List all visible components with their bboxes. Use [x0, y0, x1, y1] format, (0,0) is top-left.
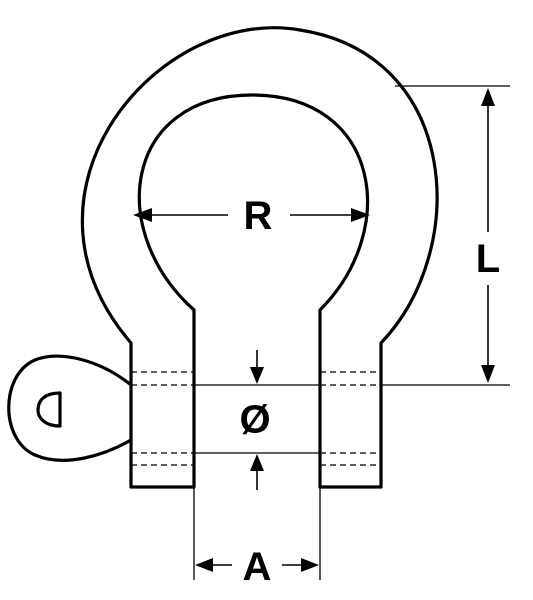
l-label: L	[476, 237, 500, 281]
shackle-bow-outline	[80, 26, 439, 489]
diameter-arrow-bottom	[250, 454, 264, 471]
r-label: R	[244, 194, 273, 238]
r-arrow-right	[351, 208, 370, 222]
a-arrow-left	[195, 558, 213, 572]
l-arrow-bottom	[481, 365, 495, 383]
pin-eye-outline	[7, 354, 133, 462]
l-arrow-top	[481, 88, 495, 106]
a-arrow-right	[301, 558, 319, 572]
r-arrow-left	[133, 208, 152, 222]
pin-eye-slot	[36, 391, 62, 428]
diameter-label: Ø	[239, 398, 270, 442]
a-label: A	[243, 545, 272, 589]
diameter-arrow-top	[250, 367, 264, 384]
